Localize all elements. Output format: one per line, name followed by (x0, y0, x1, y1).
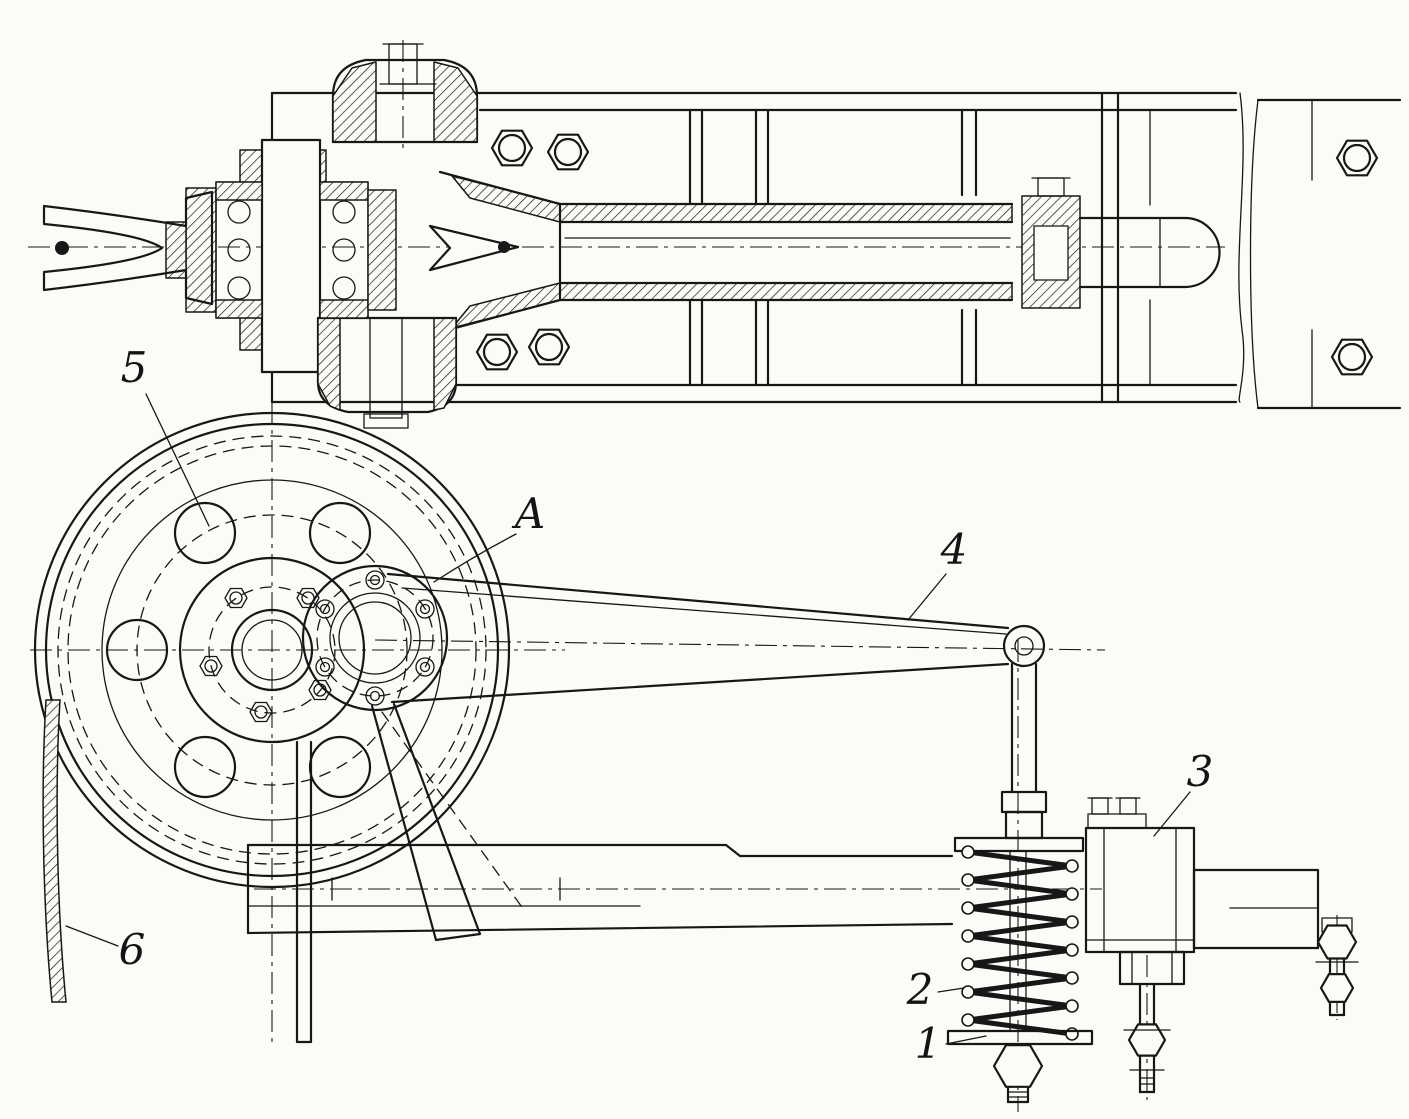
label-5: 5 (121, 343, 148, 392)
label-4: 4 (940, 525, 968, 574)
fork-yoke (42, 190, 520, 306)
steering-knuckle (165, 43, 479, 429)
leader-2 (937, 987, 965, 993)
hub-flange (301, 564, 449, 712)
anchor-bolt-bottom (992, 1042, 1044, 1104)
leader-A (433, 533, 517, 583)
link-rod (1000, 662, 1048, 840)
gusset-plates (295, 702, 525, 1044)
leader-4 (907, 573, 947, 621)
lever-arm (386, 572, 1046, 704)
label-6: 6 (119, 925, 146, 974)
right-bracket (1192, 868, 1359, 1017)
frame-bolt-hex (475, 129, 1379, 376)
label-3: 3 (1187, 747, 1214, 796)
leader-5 (145, 393, 210, 527)
upper-mount (331, 43, 479, 144)
bearing-left (165, 181, 263, 319)
label-1: 1 (915, 1019, 942, 1068)
coil-spring (946, 836, 1094, 1046)
label-2: 2 (906, 965, 934, 1014)
leader-6 (65, 925, 119, 947)
lower-arm (246, 843, 954, 935)
spring-wire-section (961, 845, 1079, 1041)
label-A: A (511, 489, 545, 538)
axle-cylinder (438, 170, 1221, 334)
shock-absorber (1084, 797, 1196, 1094)
leader-3 (1153, 791, 1191, 837)
bearing-right (319, 181, 397, 319)
flange-bolt (315, 570, 435, 706)
leader-1 (945, 1035, 987, 1045)
chassis-frame (270, 91, 1402, 410)
wheel-drum (33, 411, 511, 889)
rim-edge (42, 699, 67, 1003)
callouts: 5 A 4 3 2 1 6 (65, 343, 1214, 1068)
lower-mount (316, 316, 458, 429)
bracket-bolt (1315, 924, 1359, 1017)
